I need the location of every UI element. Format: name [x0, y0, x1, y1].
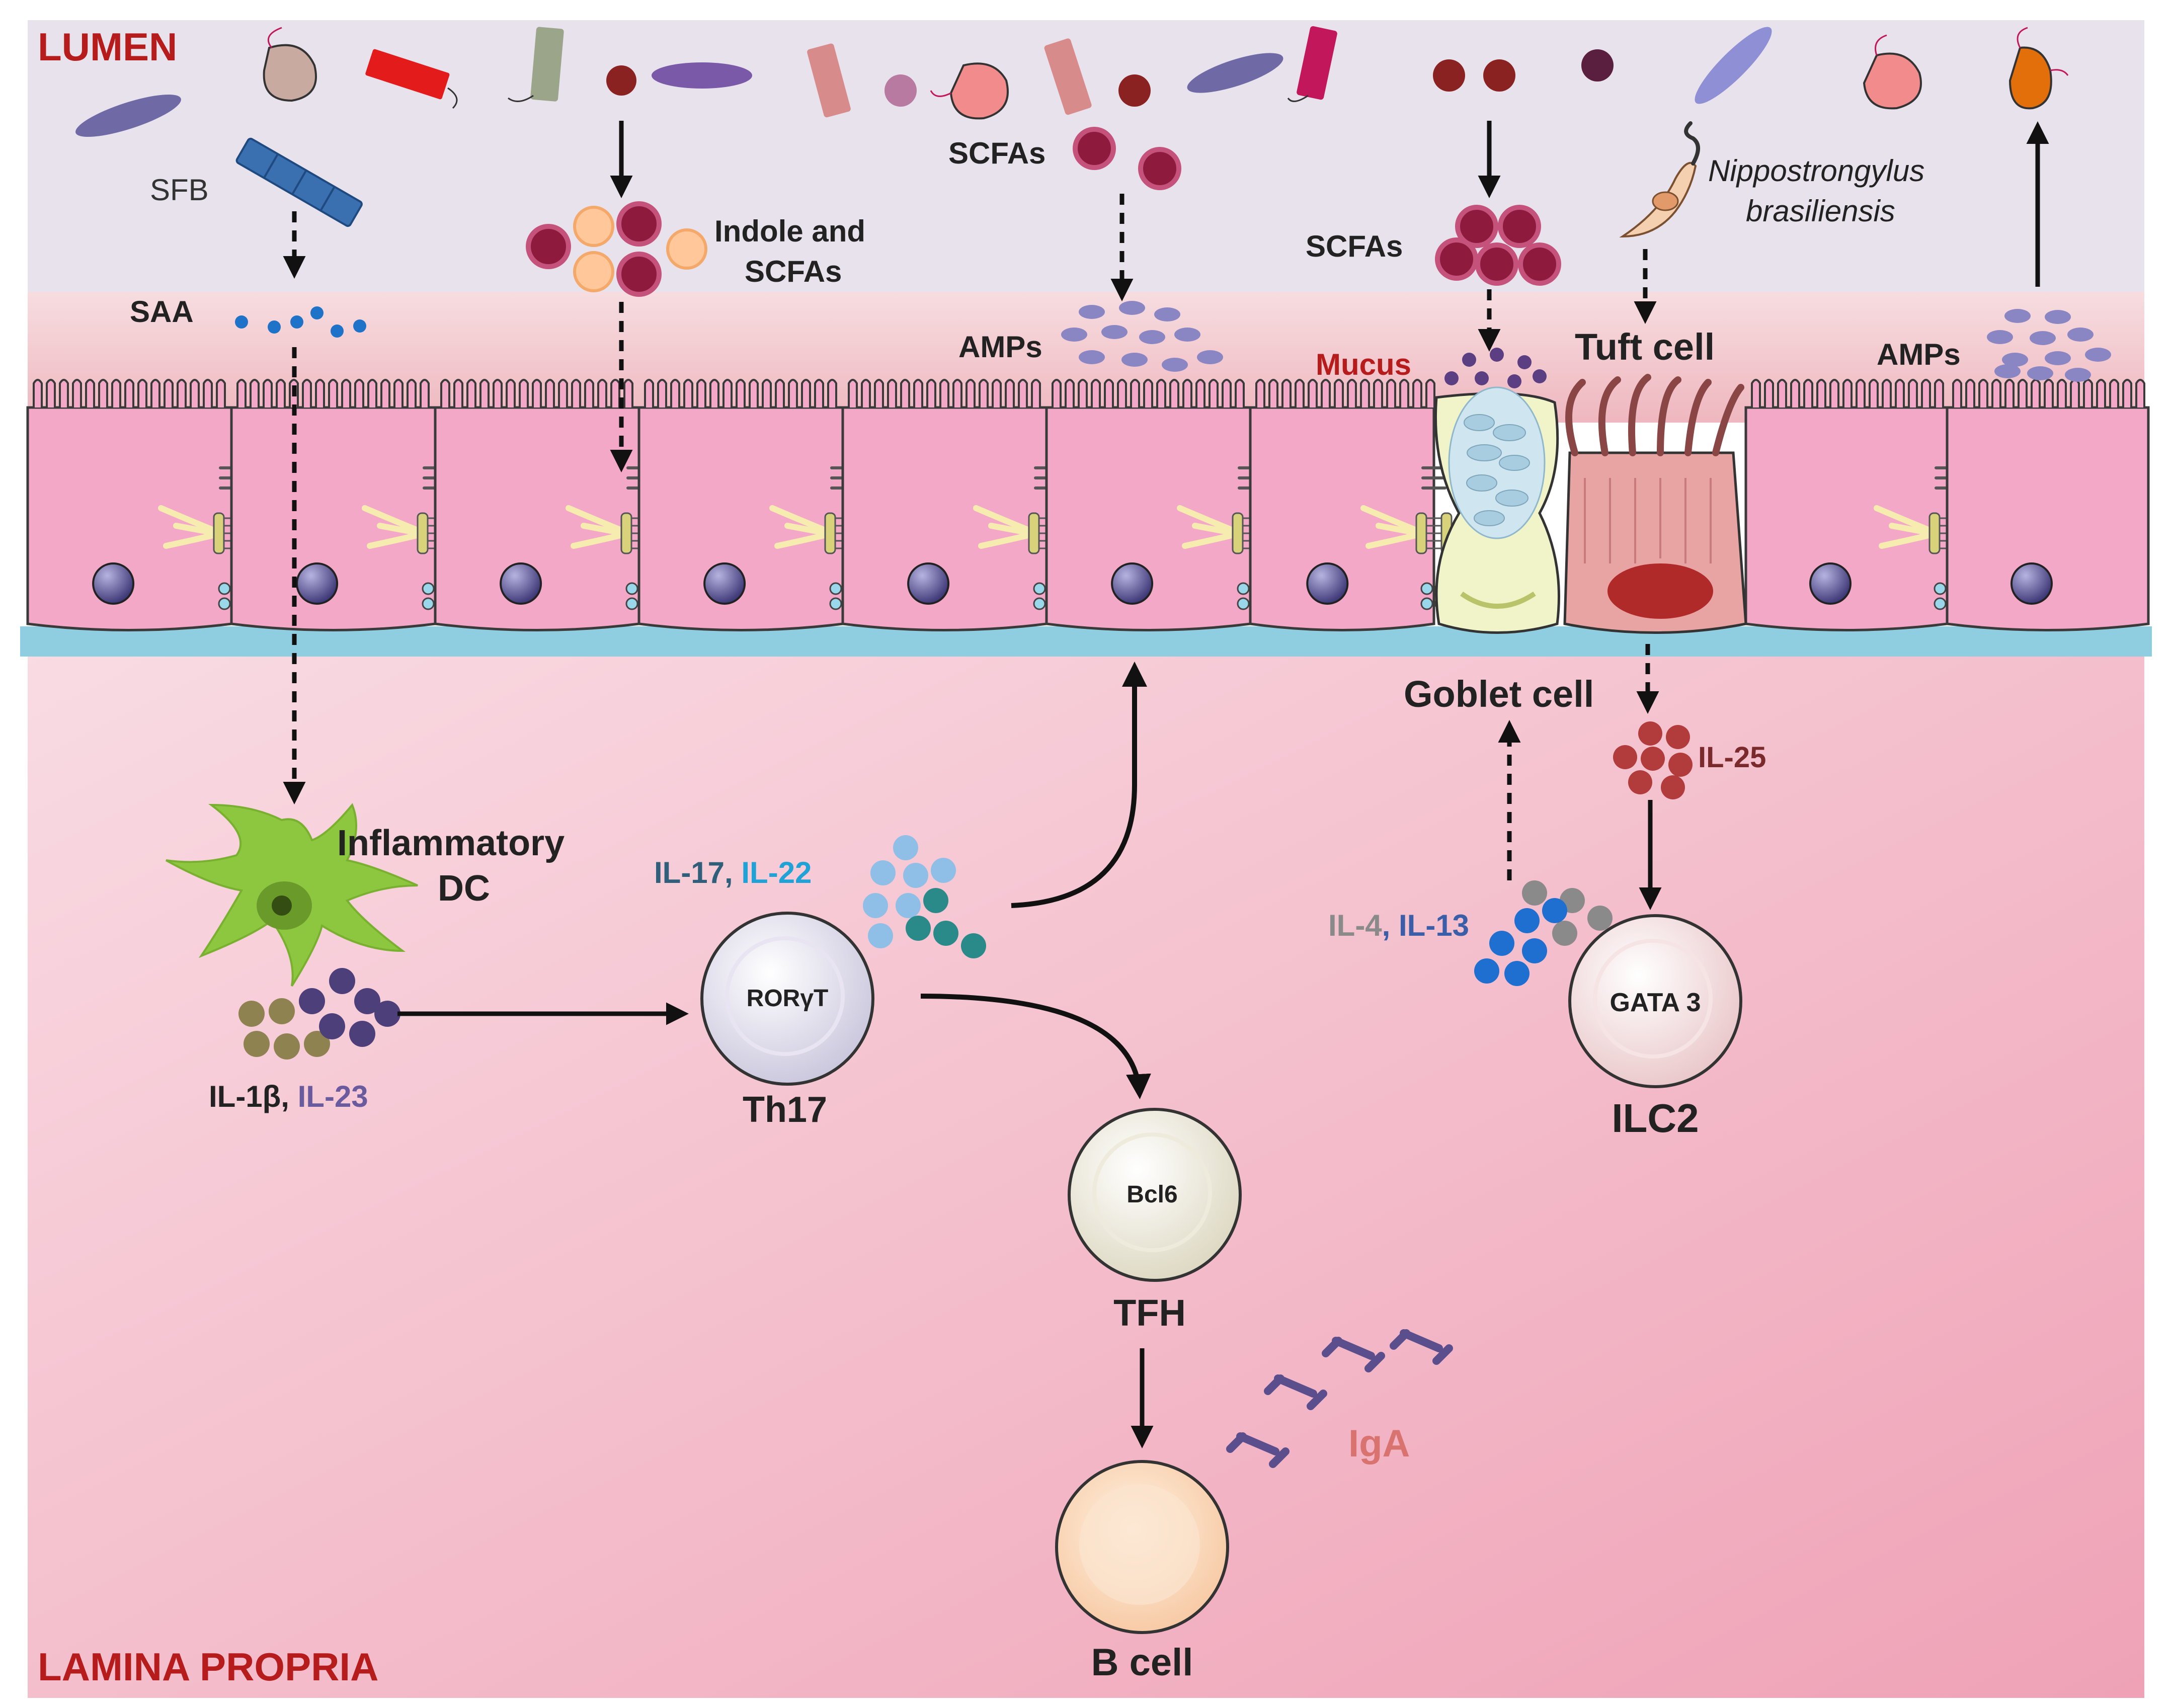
- enterocyte: [26, 406, 233, 631]
- microvilli: [236, 379, 430, 408]
- diagram-labels: LUMEN LAMINA PROPRIA SFB SAA Indole and …: [38, 25, 1961, 1689]
- sfb-label: SFB: [150, 173, 209, 207]
- mucus-dots: [1444, 348, 1547, 388]
- tuft-cell: [1563, 374, 1747, 634]
- ilc2-label: ILC2: [1612, 1096, 1699, 1141]
- mucus-label: Mucus: [1316, 348, 1411, 381]
- tfh-label: TFH: [1113, 1292, 1186, 1334]
- indole-label-line1: Indole and: [714, 214, 865, 248]
- enterocyte-nucleus: [296, 562, 339, 605]
- saa-particles: [235, 306, 366, 338]
- scfas-label: SCFAs: [948, 136, 1045, 170]
- enterocyte: [1946, 406, 2150, 631]
- enterocyte-nucleus: [1111, 562, 1154, 605]
- tfh-cell: [1068, 1108, 1242, 1282]
- il17-il22-label: IL-17, IL-22: [654, 856, 812, 889]
- th17-to-epithelium-arrow: [1011, 662, 1147, 908]
- tuft-cell-label: Tuft cell: [1575, 326, 1715, 368]
- lumen-label: LUMEN: [38, 25, 177, 69]
- microvilli: [440, 379, 633, 408]
- scfas-label: SCFAs: [1306, 229, 1403, 263]
- enterocyte-nucleus: [1306, 562, 1349, 605]
- nippostrongylus-label-line2: brasiliensis: [1746, 194, 1895, 228]
- enterocyte-nucleus: [92, 562, 135, 605]
- amps-cluster: [1987, 309, 2111, 382]
- enterocyte: [1249, 406, 1435, 631]
- microvilli: [1052, 379, 1245, 408]
- sfb-bacterium: [235, 137, 363, 227]
- microvilli: [33, 379, 226, 408]
- th17-cell: [700, 912, 874, 1086]
- saa-label: SAA: [130, 295, 194, 329]
- enterocyte-nucleus: [1809, 562, 1852, 605]
- bcl6-label: Bcl6: [1127, 1181, 1177, 1208]
- indole-label-line2: SCFAs: [745, 255, 842, 288]
- enterocyte: [1045, 406, 1252, 631]
- il4-il13-label: IL-4, IL-13: [1328, 909, 1469, 942]
- goblet-cell: [1434, 386, 1560, 634]
- nippostrongylus-label-line1: Nippostrongylus: [1708, 154, 1924, 188]
- ilc2-cell: [1568, 914, 1742, 1088]
- scfa-pair: [1073, 127, 1181, 190]
- indole-scfa-cluster: [526, 201, 707, 297]
- inflammatory-dc-label-line2: DC: [438, 868, 490, 909]
- enterocyte: [841, 406, 1048, 631]
- rorgt-label: RORγT: [747, 985, 829, 1012]
- il4-il13-cluster: [1474, 880, 1613, 986]
- il17-il22-cluster: [863, 835, 986, 958]
- iga-antibodies: [1226, 1329, 1453, 1468]
- il1b-il23-cluster: [238, 968, 400, 1060]
- gata3-label: GATA 3: [1610, 988, 1701, 1017]
- b-cell-label: B cell: [1091, 1641, 1193, 1684]
- iga-label: IgA: [1348, 1422, 1410, 1465]
- microvilli: [848, 379, 1041, 408]
- amps-label: AMPs: [1877, 338, 1961, 371]
- enterocyte-nucleus: [500, 562, 542, 605]
- enterocyte: [434, 406, 640, 631]
- enterocyte: [637, 406, 844, 631]
- microvilli: [1751, 379, 1944, 408]
- th17-to-tfh-arrow: [920, 994, 1151, 1099]
- pathway-arrows: [283, 121, 2049, 1448]
- il25-cluster: [1613, 721, 1693, 799]
- amps-label: AMPs: [958, 330, 1042, 364]
- lamina-propria-label: LAMINA PROPRIA: [38, 1645, 378, 1689]
- scfa-cluster: [1435, 205, 1561, 286]
- microvilli: [644, 379, 837, 408]
- th17-label: Th17: [743, 1090, 827, 1130]
- enterocyte-nucleus: [2010, 562, 2053, 605]
- enterocyte: [230, 406, 437, 631]
- amps-cluster: [1061, 301, 1223, 372]
- inflammatory-dc-label-line1: Inflammatory: [337, 823, 565, 863]
- il25-label: IL-25: [1698, 741, 1766, 774]
- epithelial-layer: [26, 379, 2150, 631]
- basement-membrane: [20, 626, 2152, 657]
- goblet-cell-label: Goblet cell: [1404, 673, 1594, 715]
- nippostrongylus-worm: [1619, 121, 1700, 238]
- microvilli: [1952, 379, 2145, 408]
- enterocyte: [1744, 406, 1949, 631]
- enterocyte-nucleus: [703, 562, 746, 605]
- lumen-microbes: [75, 26, 2069, 137]
- inflammatory-dendritic-cell: [166, 803, 418, 987]
- microvilli: [1255, 379, 1435, 408]
- il1b-il23-label: IL-1β, IL-23: [209, 1080, 368, 1113]
- enterocyte-nucleus: [907, 562, 950, 605]
- b-cell: [1055, 1460, 1229, 1634]
